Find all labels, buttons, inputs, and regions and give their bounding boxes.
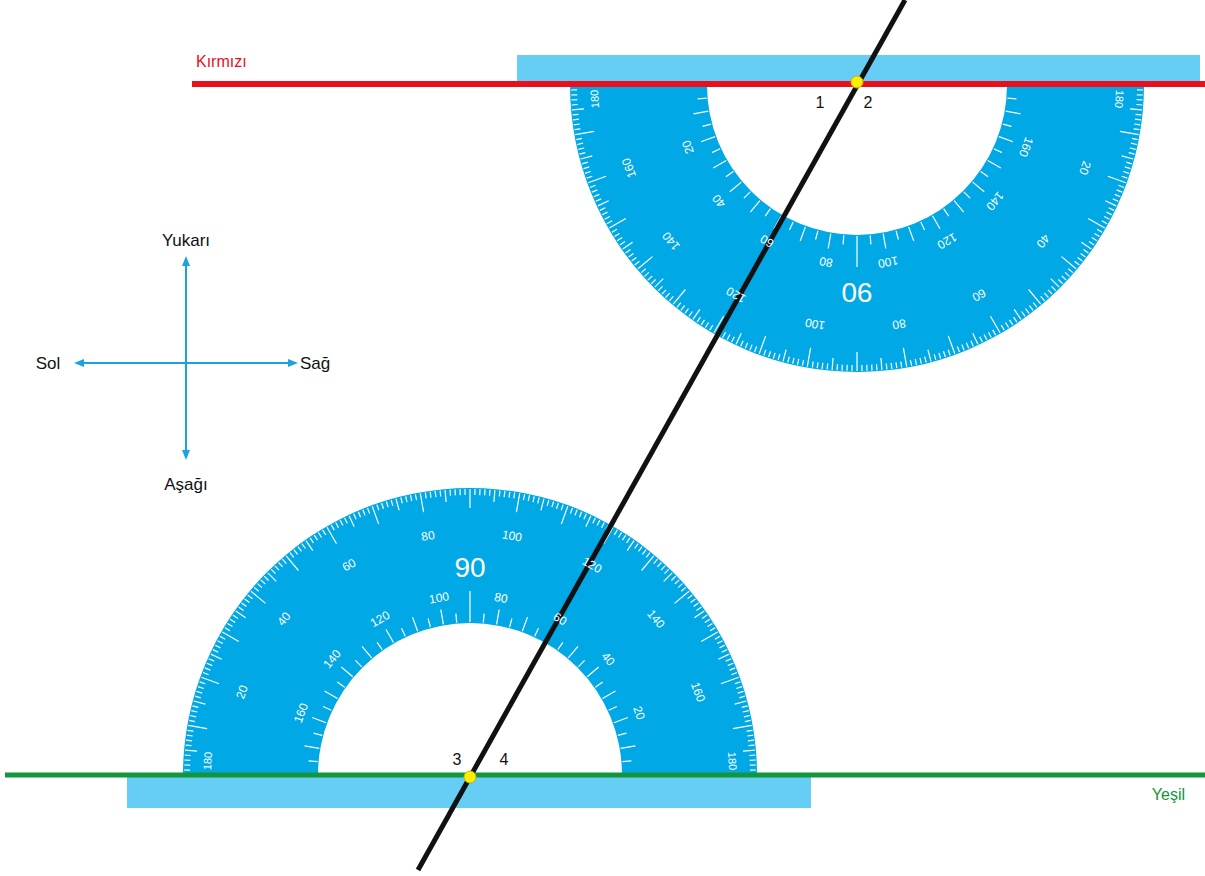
protractor-body	[570, 85, 1144, 372]
intersection-dot	[851, 76, 863, 88]
protractor	[570, 85, 1144, 372]
protractor-body	[183, 488, 757, 775]
scale-number: 60	[551, 611, 569, 628]
direction-label: Sol	[36, 355, 61, 372]
scale-number: 160	[620, 157, 638, 180]
transversal-line	[418, 0, 905, 870]
scale-number: 120	[368, 609, 391, 629]
scale-number: 80	[494, 591, 509, 605]
scale-number: 20	[631, 705, 647, 722]
scale-number: 40	[275, 610, 293, 628]
scale-number: 120	[935, 231, 958, 251]
scale-number: 180	[589, 89, 601, 108]
angle-number: 2	[864, 95, 873, 111]
scale-number-large: 90	[454, 554, 485, 582]
scale-number: 20	[680, 138, 696, 155]
green-line	[5, 773, 1205, 778]
scale-number: 140	[645, 607, 667, 630]
angle-number: 3	[453, 752, 462, 768]
direction-label: Sağ	[300, 355, 330, 372]
scale-number: 80	[892, 317, 907, 331]
direction-label: Aşağı	[164, 476, 207, 493]
scale-number: 120	[580, 554, 603, 574]
scale-number: 20	[234, 684, 250, 701]
scale-number: 100	[501, 528, 523, 543]
scale-number: 80	[420, 529, 435, 543]
scale-number: 40	[599, 650, 617, 668]
protractor-ticks	[184, 489, 756, 775]
scale-number: 40	[710, 192, 728, 210]
scale-number: 160	[689, 680, 707, 703]
scale-number: 180	[202, 752, 214, 771]
scale-number: 100	[428, 590, 450, 605]
scale-number: 60	[758, 232, 776, 249]
scale-number: 60	[340, 556, 358, 573]
red-line	[192, 81, 1205, 87]
angle-number: 4	[500, 752, 509, 768]
line-name: Kırmızı	[196, 54, 247, 70]
scale-number: 160	[1017, 135, 1035, 158]
scale-number: 140	[984, 189, 1006, 212]
angle-number: 1	[816, 95, 825, 111]
direction-cross	[74, 256, 298, 460]
scale-number: 20	[1077, 160, 1093, 177]
protractor-ticks	[571, 85, 1143, 371]
scale-number: 100	[877, 255, 899, 270]
scale-number-large: 90	[841, 278, 872, 306]
scale-number: 180	[1113, 89, 1125, 108]
scale-number: 180	[726, 752, 738, 771]
scale-number: 40	[1034, 232, 1052, 250]
scale-number: 160	[292, 702, 310, 725]
protractor	[183, 488, 757, 775]
line-name: Yeşil	[1152, 787, 1185, 803]
scale-number: 120	[724, 285, 747, 305]
direction-label: Yukarı	[162, 232, 210, 249]
intersection-dot	[464, 771, 476, 783]
scale-number: 140	[660, 230, 682, 253]
scale-number: 80	[818, 255, 833, 269]
scale-number: 100	[804, 317, 826, 332]
scale-number: 140	[321, 648, 343, 671]
scale-number: 60	[970, 287, 988, 304]
